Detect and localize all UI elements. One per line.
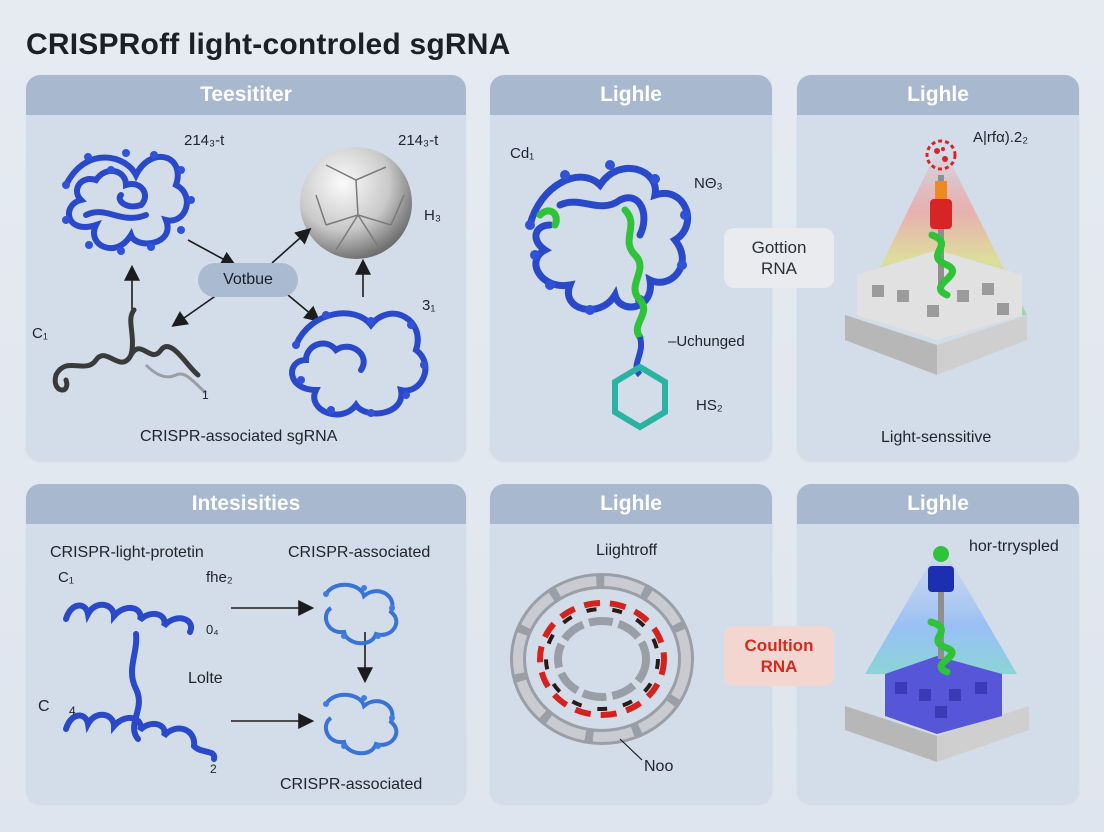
panel-header: Intesisities — [26, 484, 466, 524]
panel-lighle-1-illustration — [525, 160, 692, 431]
votbue-pill: Votbue — [198, 263, 298, 297]
panel-teesititer: Teesititer — [26, 75, 466, 461]
label-fhe: fhe₂ — [206, 569, 233, 586]
label-sub1: 1 — [202, 388, 209, 402]
label-top-right: 214₃-t — [398, 132, 439, 149]
label-sub4: 4 — [69, 704, 76, 718]
label-c4: C — [38, 698, 50, 715]
panel-header: Lighle — [490, 484, 772, 524]
label-uchunged: –Uchunged — [668, 333, 745, 350]
connector-lower: Coultion RNA — [724, 626, 834, 686]
label-cd: Cd₁ — [510, 145, 535, 162]
label-top: A|rfα).2₂ — [973, 129, 1029, 146]
label-assoc-top: CRISPR-associated — [288, 544, 431, 561]
label-h3: H₃ — [424, 207, 441, 224]
label-protein: CRISPR-light-protetin — [50, 544, 204, 561]
protein-structure-top-left — [63, 154, 190, 252]
page-title: CRISPRoff light-controled sgRNA — [26, 28, 511, 61]
connector-upper: Gottion RNA — [724, 228, 834, 288]
label-top-left: 214₃-t — [184, 132, 225, 149]
connector-upper-line1: Gottion — [751, 238, 807, 257]
connector-lower-line2: RNA — [760, 657, 798, 676]
label-no3: NΘ₃ — [694, 175, 723, 192]
label-assoc-bottom: CRISPR-associated — [280, 776, 423, 793]
label-top: Liightroff — [596, 542, 658, 559]
panel-caption: Light-senssitive — [881, 429, 992, 446]
panel-lighle-3: Lighle Liightroff Noo — [490, 484, 772, 804]
panel-intesisities: Intesisities CRISPR-light-protetin — [26, 484, 466, 804]
panel-caption: CRISPR-associated sgRNA — [140, 428, 338, 445]
panel-header: Lighle — [490, 75, 772, 115]
panel-teesititer-illustration — [52, 147, 429, 418]
connector-upper-line2: RNA — [761, 259, 797, 278]
label-o4: 0₄ — [206, 622, 219, 637]
panel-header: Lighle — [797, 75, 1079, 115]
label-lolte: Lolte — [188, 670, 223, 687]
label-three1: 3₁ — [422, 297, 436, 314]
label-top: hor-trryspled — [969, 538, 1059, 555]
label-hs2: HS₂ — [696, 397, 723, 414]
panel-lighle-4: Lighle hor-trryspled — [797, 484, 1079, 804]
panel-lighle-3-illustration — [510, 573, 694, 761]
panel-lighle-4-illustration — [845, 546, 1029, 762]
panel-intesisities-illustration — [63, 582, 399, 762]
geodesic-sphere — [300, 147, 412, 259]
ring-structure — [510, 573, 694, 745]
label-bottom: Noo — [644, 758, 674, 775]
label-two: 2 — [210, 762, 217, 776]
connector-lower-line1: Coultion — [744, 636, 814, 655]
panel-lighle-2: Lighle A|rfα).2₂ Light-sens — [797, 75, 1079, 461]
panel-header: Lighle — [797, 484, 1079, 524]
label-c1: C₁ — [32, 325, 48, 342]
panel-header: Teesititer — [26, 75, 466, 115]
panel-lighle-2-illustration — [845, 139, 1027, 375]
label-c1: C₁ — [58, 569, 74, 586]
